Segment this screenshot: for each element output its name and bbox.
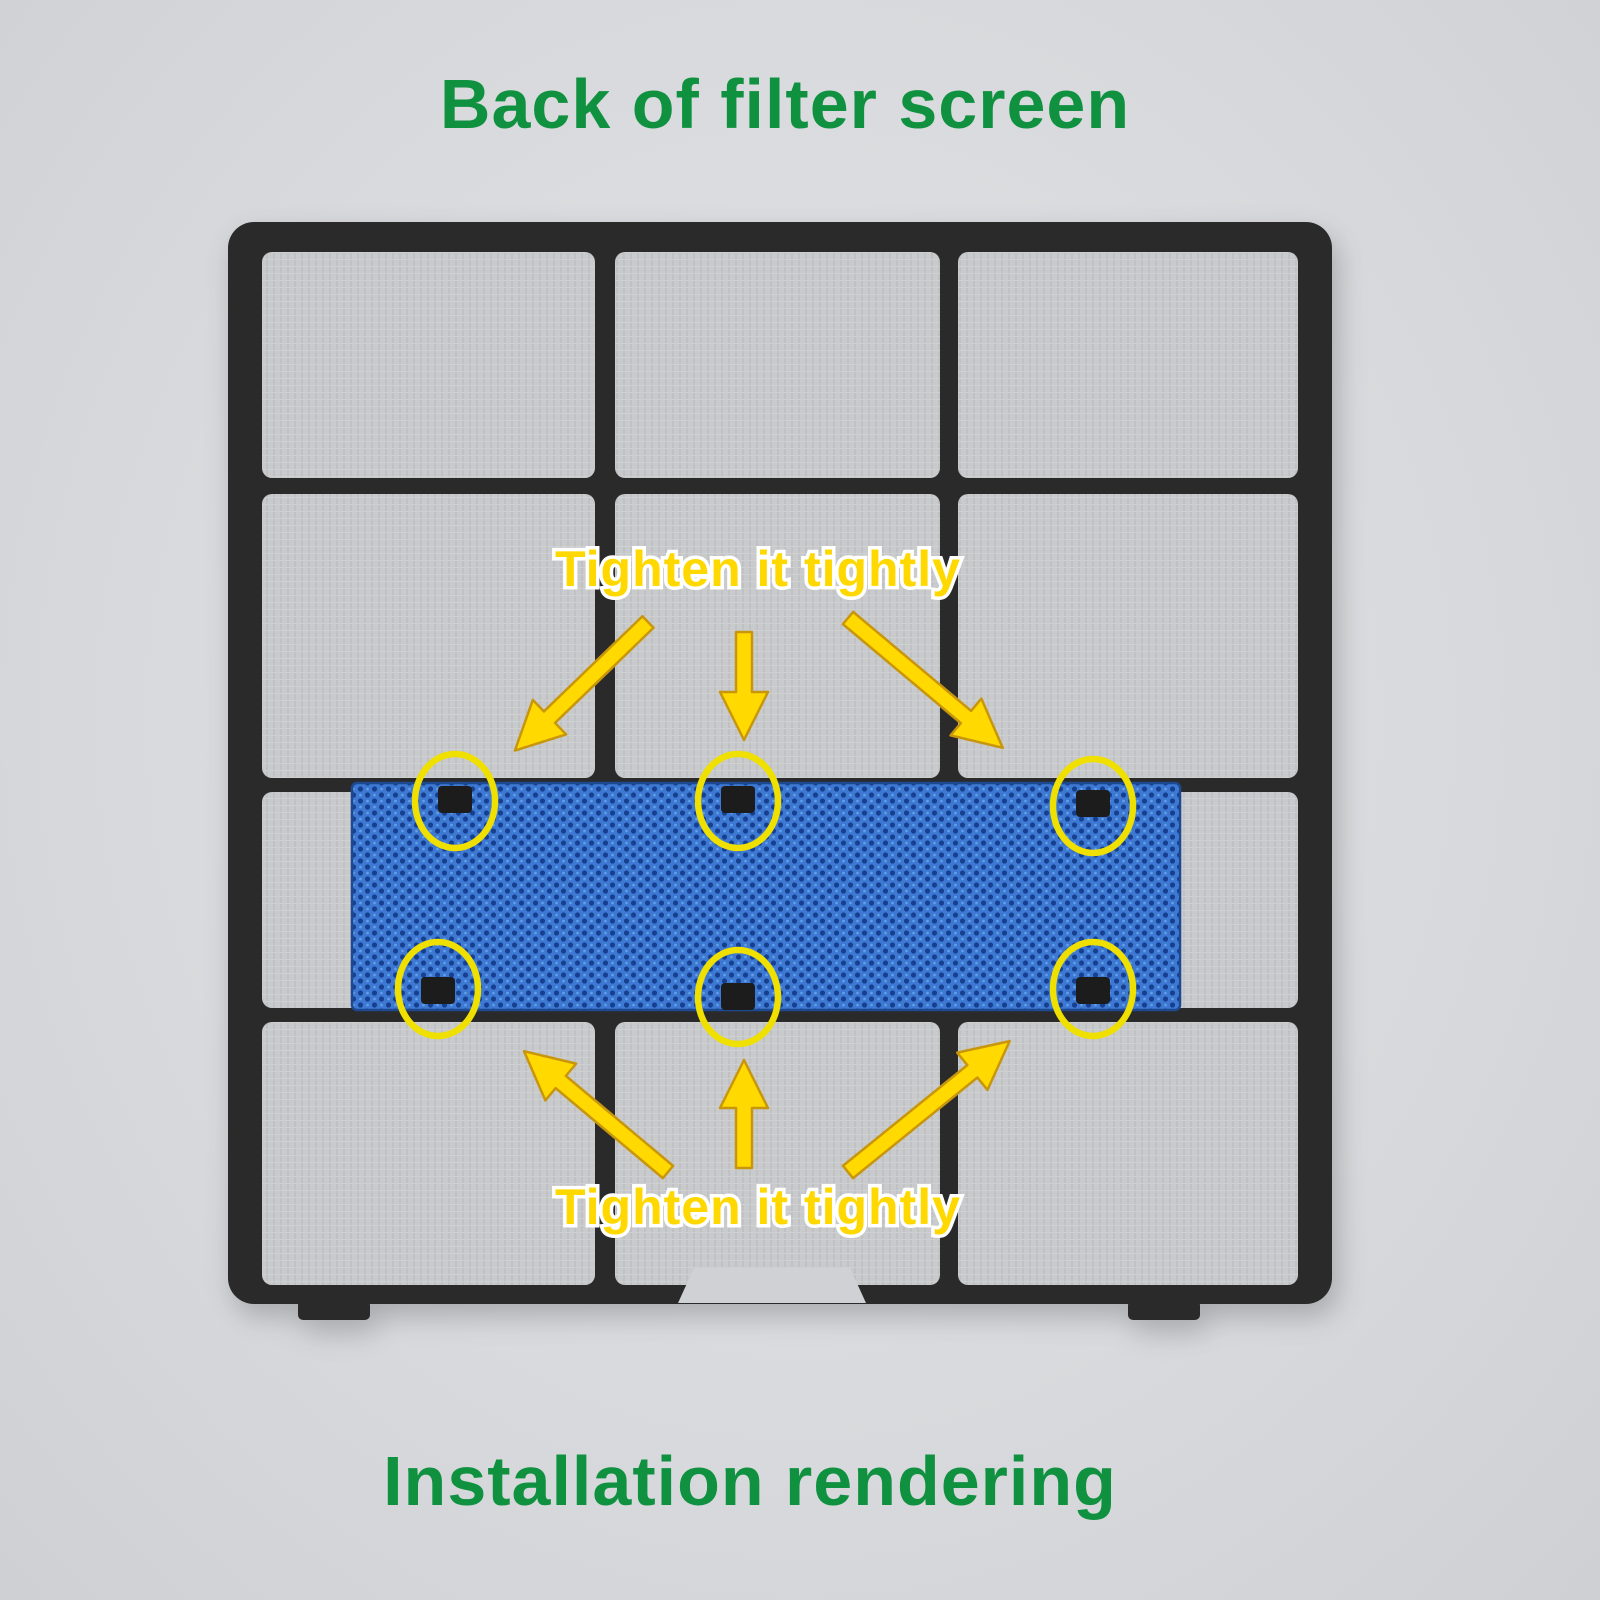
highlight-circle bbox=[411, 750, 499, 852]
installation-caption: Installation rendering bbox=[383, 1442, 1117, 1520]
arrow-down-right-icon bbox=[841, 610, 1004, 750]
mesh-panel bbox=[615, 494, 940, 778]
clip-tab bbox=[1076, 977, 1110, 1004]
highlight-circle bbox=[394, 938, 482, 1040]
clip-tab bbox=[721, 786, 755, 813]
tighten-label-top: Tighten it tightly bbox=[555, 541, 961, 597]
mesh-panel bbox=[958, 252, 1298, 478]
filter-pad bbox=[350, 781, 1182, 1012]
mesh-panel bbox=[262, 494, 595, 778]
tighten-label-bottom: Tighten it tightly bbox=[555, 1179, 961, 1235]
highlight-circle bbox=[694, 750, 782, 852]
arrow-up-icon bbox=[718, 1058, 770, 1170]
arrow-up-right-icon bbox=[841, 1039, 1011, 1180]
mesh-panel bbox=[958, 1022, 1298, 1285]
highlight-circles bbox=[394, 750, 1137, 1048]
clip-tab bbox=[721, 983, 755, 1010]
clip-tab bbox=[1076, 790, 1110, 817]
filter-frame bbox=[228, 222, 1332, 1320]
highlight-circle bbox=[694, 946, 782, 1048]
frame-foot-left bbox=[298, 1300, 370, 1320]
highlight-circle bbox=[1049, 755, 1137, 857]
arrow-down-icon bbox=[718, 630, 770, 742]
mesh-panel bbox=[615, 252, 940, 478]
mesh-panel bbox=[262, 1022, 595, 1285]
arrow-up-left-icon bbox=[522, 1049, 675, 1180]
clip-tab bbox=[421, 977, 455, 1004]
mesh-panel bbox=[615, 1022, 940, 1285]
arrow-group-bottom bbox=[522, 1039, 1011, 1180]
clip-tab bbox=[438, 786, 472, 813]
arrow-group-top bbox=[513, 610, 1004, 752]
page-title: Back of filter screen bbox=[440, 65, 1130, 143]
mesh-panel bbox=[262, 252, 595, 478]
arrow-down-left-icon bbox=[513, 614, 655, 752]
frame-foot-right bbox=[1128, 1300, 1200, 1320]
mesh-panel bbox=[958, 494, 1298, 778]
highlight-circle bbox=[1049, 938, 1137, 1040]
frame-handle-notch bbox=[678, 1268, 866, 1303]
